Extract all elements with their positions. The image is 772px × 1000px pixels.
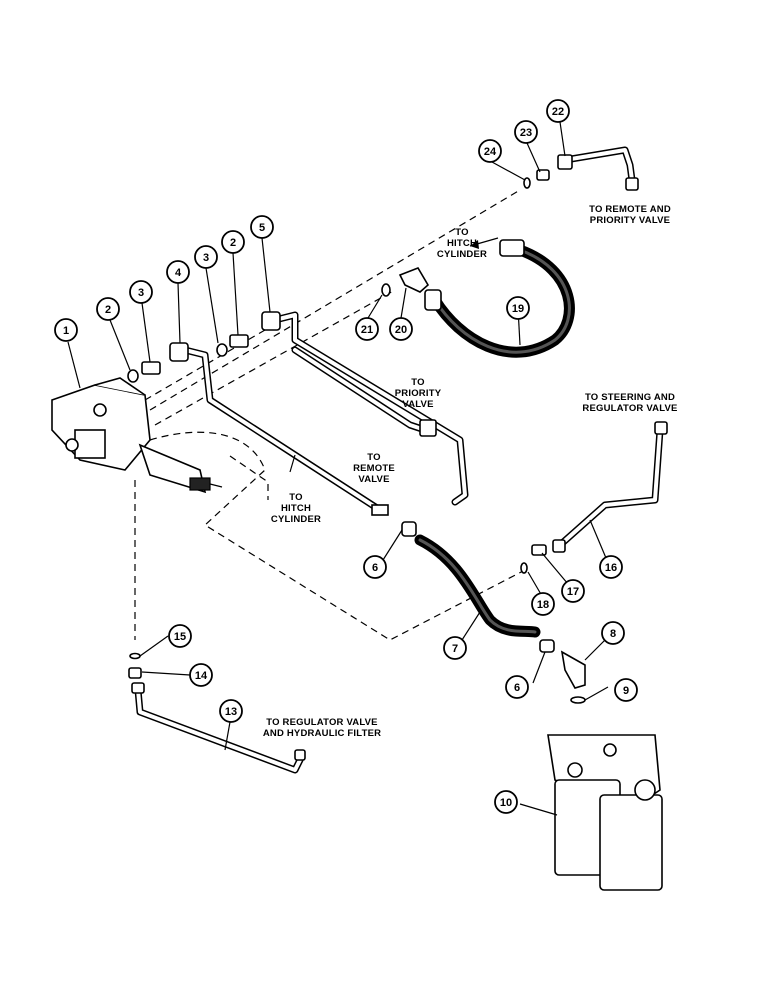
svg-text:REMOTE: REMOTE [353,463,395,474]
pipe-4 [169,342,389,516]
svg-text:TO REGULATOR VALVE: TO REGULATOR VALVE [266,717,377,728]
callout-13: 13 [219,699,243,723]
assembly-dashed-lines [134,189,526,641]
callout-24: 24 [478,139,502,163]
svg-text:REGULATOR VALVE: REGULATOR VALVE [582,403,677,414]
hose-7 [401,521,555,653]
svg-text:10: 10 [500,797,512,809]
svg-text:18: 18 [537,599,549,611]
svg-text:16: 16 [605,562,617,574]
fittings-left [127,334,249,383]
svg-text:14: 14 [195,670,208,682]
callout-2a: 3 [129,280,153,304]
callout-17: 17 [561,579,585,603]
svg-text:13: 13 [225,706,237,718]
label-to-steering-and-regulator-valve: TO STEERING AND REGULATOR VALVE [582,392,677,414]
callout-9: 9 [614,678,638,702]
svg-text:HITCH: HITCH [447,238,477,249]
svg-text:VALVE: VALVE [402,399,433,410]
pipe-22 [523,146,639,191]
svg-text:23: 23 [520,127,532,139]
callout-18: 18 [531,592,555,616]
svg-text:15: 15 [174,631,186,643]
callout-20: 20 [389,317,413,341]
svg-text:17: 17 [567,586,579,598]
callout-23: 23 [514,120,538,144]
svg-text:19: 19 [512,303,524,315]
svg-text:3: 3 [203,252,209,264]
callout-1: 1 [54,318,78,342]
callout-15: 15 [168,624,192,648]
pipe-5 [261,311,469,506]
svg-text:9: 9 [623,685,629,697]
elbow-8 [560,650,586,704]
callout-6b: 6 [505,675,529,699]
svg-text:20: 20 [395,324,407,336]
pipe-16 [520,421,668,574]
callout-21: 21 [355,317,379,341]
callout-6a: 6 [363,555,387,579]
svg-text:2: 2 [105,304,111,316]
svg-text:TO: TO [289,492,302,503]
svg-text:VALVE: VALVE [358,474,389,485]
svg-text:4: 4 [175,267,182,279]
svg-text:TO: TO [455,227,468,238]
label-to-remote-valve: TO REMOTE VALVE [353,452,395,485]
svg-text:6: 6 [514,682,520,694]
svg-text:CYLINDER: CYLINDER [437,249,487,260]
svg-text:HITCH: HITCH [281,503,311,514]
callout-3a: 2 [96,297,120,321]
svg-text:PRIORITY: PRIORITY [395,388,442,399]
pipe-13 [128,652,306,774]
svg-text:6: 6 [372,562,378,574]
svg-text:24: 24 [484,146,497,158]
label-to-remote-and-priority-valve: TO REMOTE AND PRIORITY VALVE [589,204,671,226]
svg-text:22: 22 [552,106,564,118]
svg-text:TO REMOTE AND: TO REMOTE AND [589,204,671,215]
callout-3b: 3 [194,245,218,269]
svg-text:TO STEERING AND: TO STEERING AND [585,392,675,403]
label-to-hitch-cylinder-top: TO HITCH CYLINDER [437,227,499,260]
svg-text:TO: TO [411,377,424,388]
callout-5: 5 [250,215,274,239]
svg-text:21: 21 [361,324,373,336]
callout-8: 8 [601,621,625,645]
svg-text:8: 8 [610,628,616,640]
callout-10: 10 [494,790,518,814]
callout-14: 14 [189,663,213,687]
label-to-regulator-valve-and-hydraulic-filter: TO REGULATOR VALVE AND HYDRAULIC FILTER [263,717,381,739]
svg-text:CYLINDER: CYLINDER [271,514,321,525]
callout-7: 7 [443,636,467,660]
hydraulic-filter [547,734,663,891]
svg-text:7: 7 [452,643,458,655]
svg-text:3: 3 [138,287,144,299]
callout-2b: 2 [221,230,245,254]
svg-text:TO: TO [367,452,380,463]
label-to-priority-valve: TO PRIORITY VALVE [395,377,442,410]
callout-4: 4 [166,260,190,284]
svg-text:2: 2 [230,237,236,249]
svg-text:1: 1 [63,325,69,337]
svg-text:PRIORITY VALVE: PRIORITY VALVE [590,215,670,226]
callout-22: 22 [546,99,570,123]
hose-19 [424,239,575,358]
elbow-20 [381,267,430,297]
control-valve-body [51,377,223,494]
callout-19: 19 [506,296,530,320]
callout-16: 16 [599,555,623,579]
svg-text:AND HYDRAULIC FILTER: AND HYDRAULIC FILTER [263,728,381,739]
label-to-hitch-cylinder-bottom: TO HITCH CYLINDER [271,492,321,525]
svg-text:5: 5 [259,222,265,234]
